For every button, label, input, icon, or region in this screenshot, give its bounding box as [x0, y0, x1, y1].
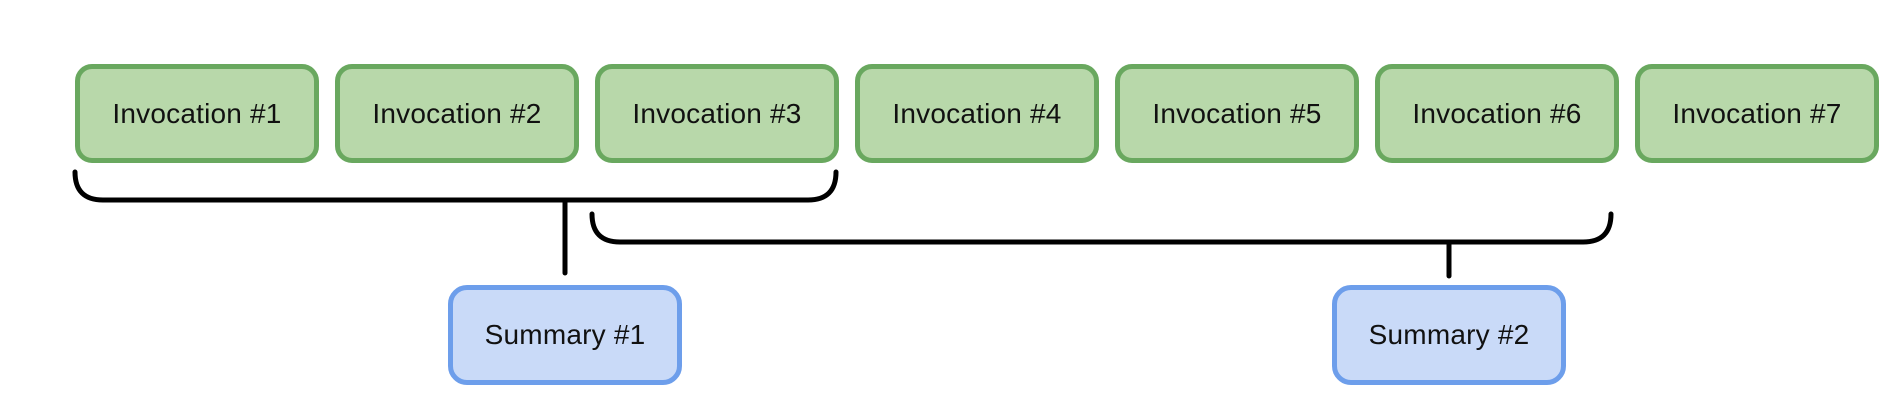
- invocation-row: Invocation #1 Invocation #2 Invocation #…: [75, 64, 1879, 163]
- invocation-label-4: Invocation #4: [892, 97, 1062, 129]
- bracket-2-brace: [589, 211, 1614, 245]
- summary-label-2: Summary #2: [1368, 319, 1530, 350]
- bracket-1-brace: [72, 169, 839, 203]
- invocation-box-2: Invocation #2: [335, 64, 579, 163]
- invocation-box-5: Invocation #5: [1115, 64, 1359, 163]
- summary-box-2: Summary #2: [1332, 285, 1566, 385]
- summary-label-1: Summary #1: [484, 319, 646, 350]
- invocation-box-7: Invocation #7: [1635, 64, 1879, 163]
- invocation-box-1: Invocation #1: [75, 64, 319, 163]
- invocation-label-1: Invocation #1: [112, 97, 282, 129]
- invocation-label-7: Invocation #7: [1672, 97, 1842, 129]
- invocation-box-3: Invocation #3: [595, 64, 839, 163]
- invocation-label-5: Invocation #5: [1152, 97, 1322, 129]
- invocation-box-6: Invocation #6: [1375, 64, 1619, 163]
- invocation-box-4: Invocation #4: [855, 64, 1099, 163]
- summary-box-1: Summary #1: [448, 285, 682, 385]
- invocation-label-6: Invocation #6: [1412, 97, 1582, 129]
- invocation-label-3: Invocation #3: [632, 97, 802, 129]
- invocation-label-2: Invocation #2: [372, 97, 542, 129]
